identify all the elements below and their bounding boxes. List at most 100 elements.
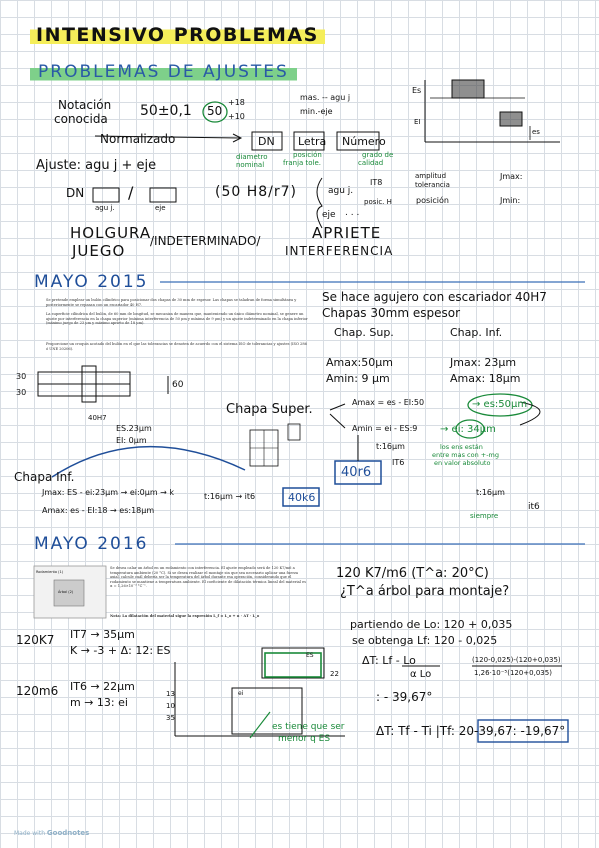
amax-inf: Amax: 18μm <box>450 372 521 385</box>
problem-2016: Se desea calar un árbol en un rodamiento… <box>110 566 307 589</box>
it6-a: IT6 <box>392 458 405 467</box>
ei-label-2016: ei <box>238 690 244 697</box>
es-note-1: es tiene que ser <box>272 722 345 732</box>
dim-60: 60 <box>172 380 184 390</box>
fit-amplitud-1: amplitud <box>415 172 447 180</box>
problem-2015-p1: Se pretende emplear un bulón cilíndrico … <box>46 298 297 307</box>
m6-label: 120m6 <box>16 684 59 698</box>
problem-2015-p2: La superficie cilíndrica del bulón, de 6… <box>46 312 308 326</box>
problem-2016-note: Nota: La dilatación del material sigue l… <box>110 614 260 618</box>
problem-2015-p3: Proporcione un croquis acotado del bulón… <box>46 342 307 351</box>
heading-mayo-2016: MAYO 2016 <box>34 534 149 554</box>
m-line: m → 13: ei <box>70 696 128 709</box>
dim-22: 22 <box>330 670 339 678</box>
es-note-2: menor q ES <box>278 734 331 744</box>
notation-label-1: Notación <box>58 98 112 112</box>
notation-inf-dev: +10 <box>228 112 245 121</box>
k-line: K → -3 + Δ: 12: ES <box>70 644 171 657</box>
diag1-jmin: Jmin: <box>500 196 521 205</box>
dim-30a: 30 <box>16 372 27 381</box>
notation-circle-expr: 50 <box>207 104 223 118</box>
q2: ¿T^a árbol para montaje? <box>340 584 510 599</box>
it6-c: it6 <box>528 502 540 512</box>
box-dn <box>251 131 283 151</box>
green-posicion-2: franja tole. <box>283 159 322 167</box>
green-note-2: entre mas con +-mg <box>432 451 500 459</box>
dt-den2: 1,26·10⁻⁵(120+0,035) <box>474 669 552 677</box>
fit-amplitud-2: tolerancia <box>415 181 450 189</box>
t16-b: t:16μm → it6 <box>204 492 256 501</box>
green-diametro-2: nominal <box>236 161 265 169</box>
t16-a: t:16μm <box>376 442 405 451</box>
fig-label-rodamiento: Rodamiento (1) <box>36 570 64 574</box>
main-title: INTENSIVO PROBLEMAS <box>30 24 325 46</box>
chapa-super-label: Chapa Super. <box>226 402 313 417</box>
start-line: partiendo de Lo: 120 + 0,035 <box>350 618 513 631</box>
fit-40r6: 40r6 <box>341 465 372 480</box>
dt-den: α Lo <box>410 669 432 680</box>
t16-c: t:16μm <box>476 488 505 497</box>
type-indeterminado: /INDETERMINADO/ <box>150 234 261 248</box>
notation-max: mas. -- agu j <box>300 93 351 102</box>
box-letra-label: Letra <box>298 135 327 148</box>
chapa-inf-label: Chapa Inf. <box>14 470 75 484</box>
dt-result: : - 39,67° <box>376 690 433 704</box>
goodnotes-watermark: Made with Goodnotes <box>14 829 89 837</box>
obtain-line: se obtenga Lf: 120 - 0,025 <box>352 634 498 647</box>
siempre: siempre <box>470 512 499 520</box>
fit-dots: . . . <box>345 208 360 218</box>
dt-num: (120-0,025)-(120+0,035) <box>472 656 561 664</box>
fit-40k6: 40k6 <box>288 491 316 504</box>
fit-eje: eje <box>155 204 166 212</box>
type-interferencia: INTERFERENCIA <box>285 244 394 258</box>
notation-min: min.-eje <box>300 107 333 116</box>
amax-eq2: Amax: es - EI:18 → es:18μm <box>42 506 155 515</box>
diag1-es: Es <box>412 86 422 95</box>
dim-13: 13 <box>166 690 175 698</box>
made-with-text: Made with <box>14 830 45 837</box>
heading-mayo-2015: MAYO 2015 <box>34 272 149 292</box>
it7-line: IT7 → 35μm <box>70 628 135 641</box>
k7-label: 120K7 <box>16 633 55 647</box>
it6-line: IT6 → 22μm <box>70 680 135 693</box>
label-es23: ES.23μm <box>116 424 152 433</box>
label-ei0: EI: 0μm <box>116 436 147 445</box>
q1: 120 K7/m6 (T^a: 20°C) <box>336 566 489 581</box>
green-posicion-1: posición <box>293 151 322 159</box>
amin-eq: Amin = ei - ES:9 <box>352 424 418 433</box>
es-result: → es:50μm <box>472 399 528 410</box>
type-juego: JUEGO <box>72 242 126 260</box>
box-dn-label: DN <box>258 135 275 148</box>
shaft-zone-box <box>499 111 523 127</box>
dim-10: 10 <box>166 702 175 710</box>
note-escariador: Se hace agujero con escariador 40H7 <box>322 290 547 304</box>
green-note-3: en valor absoluto <box>434 459 491 467</box>
type-holgura: HOLGURA <box>70 224 152 242</box>
fit-slash: / <box>128 183 134 202</box>
note-espesor: Chapas 30mm espesor <box>322 306 460 320</box>
fit-posic-label: posic. H <box>364 198 392 206</box>
ei-result: → ei: 34μm <box>440 424 496 435</box>
jmax-inf: Jmax: 23μm <box>450 356 517 369</box>
green-grado-1: grado de <box>362 151 394 159</box>
diag1-jmax: Jmax: <box>500 172 523 181</box>
sub-title: PROBLEMAS DE AJUSTES <box>30 62 297 82</box>
circle-50 <box>202 101 228 123</box>
chap-sup-label: Chap. Sup. <box>334 326 394 339</box>
fit-example: (50 H8/r7) <box>215 184 298 200</box>
final-line: ΔT: Tf - Ti |Tf: 20-39,67: -19,67° <box>376 724 566 738</box>
brand-text: Goodnotes <box>46 829 90 837</box>
fit-agu-label: agu j. <box>328 186 354 196</box>
notation-expr: 50±0,1 <box>140 103 192 119</box>
diag1-ei: EI <box>414 118 421 126</box>
green-diametro-1: diametro <box>236 153 268 161</box>
fit-dn: DN <box>66 186 85 200</box>
dim-30b: 30 <box>16 388 27 397</box>
amax-sup: Amax:50μm <box>326 356 393 369</box>
type-apriete: APRIETE <box>312 224 382 242</box>
fit-line: Ajuste: agu j + eje <box>36 158 157 173</box>
fit-agu: agu j. <box>95 204 115 212</box>
amax-eq: Amax = es - EI:50 <box>352 398 425 407</box>
amin-sup: Amin: 9 μm <box>326 372 390 385</box>
es-label-2016: ES <box>306 652 314 659</box>
